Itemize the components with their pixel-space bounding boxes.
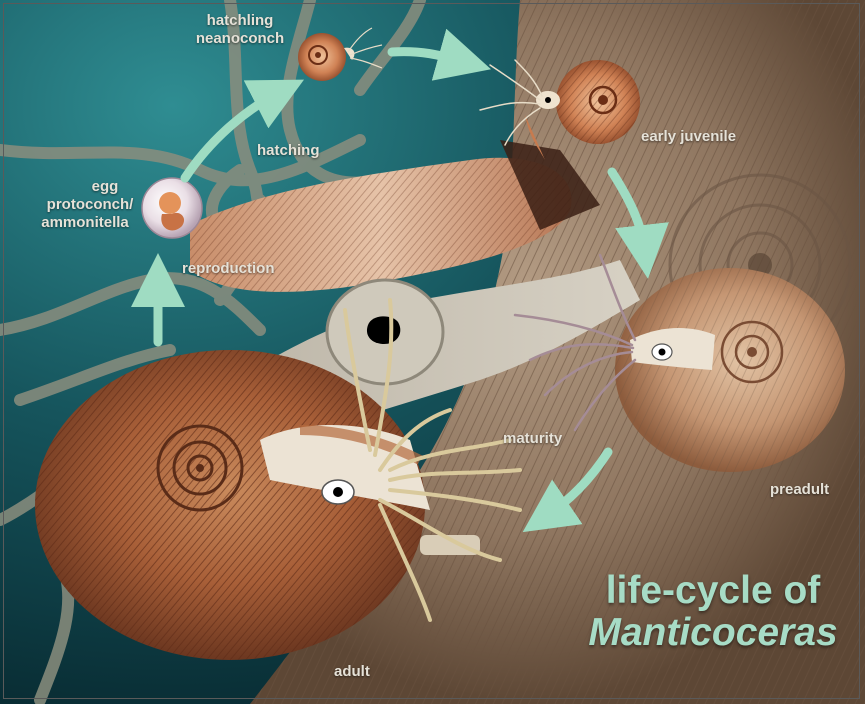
label-preadult: preadult <box>770 481 829 499</box>
label-hatchling: hatchling <box>190 12 290 30</box>
label-hatching: hatching <box>257 142 320 160</box>
title-line-2: Manticoceras <box>588 612 838 654</box>
label-early-juvenile: early juvenile <box>641 128 736 146</box>
title-line-1: life-cycle of <box>588 570 838 612</box>
preadult-ammonoid <box>615 268 845 472</box>
label-maturity: maturity <box>503 430 562 448</box>
egg-protoconch <box>142 178 202 238</box>
diagram-title: life-cycle of Manticoceras <box>588 570 838 654</box>
title-genus: Manticoceras <box>588 611 837 654</box>
label-egg: egg <box>60 178 150 196</box>
label-ammonitella: ammonitella <box>20 214 150 232</box>
label-reproduction: reproduction <box>182 260 275 278</box>
label-protoconch: protoconch/ <box>30 196 150 214</box>
label-neanoconch: neanoconch <box>185 30 295 48</box>
label-adult: adult <box>334 663 370 681</box>
